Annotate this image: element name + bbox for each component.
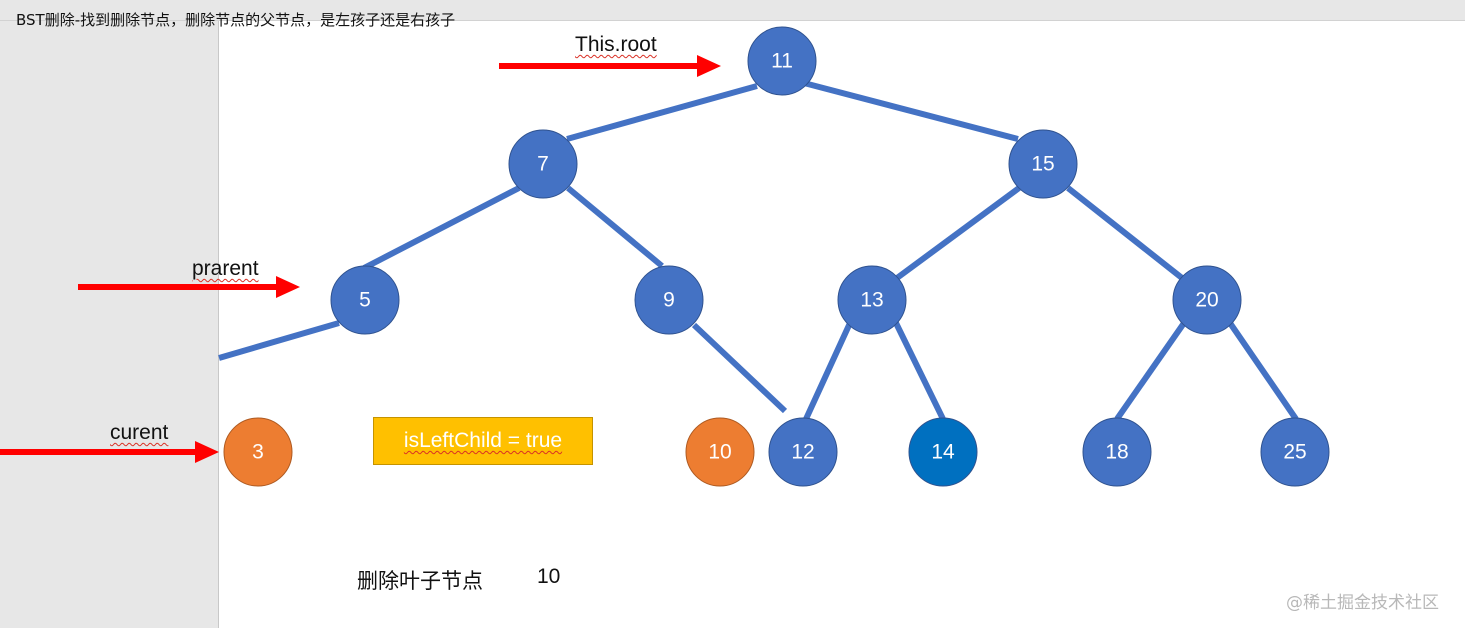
node-label: 11 (771, 50, 793, 73)
node-20: 20 (1172, 265, 1242, 335)
left-gutter (0, 0, 219, 628)
edge-20-18 (1114, 321, 1187, 421)
edge-20-25 (1227, 321, 1299, 421)
page-title: BST删除-找到删除节点，删除节点的父节点，是左孩子还是右孩子 (16, 11, 456, 29)
root-arrow (499, 55, 721, 77)
node-12: 12 (768, 417, 838, 487)
node-9: 9 (634, 265, 704, 335)
node-label: 10 (708, 441, 731, 464)
node-label: 15 (1031, 153, 1054, 176)
edge-11-7 (566, 83, 758, 142)
current-arrow (0, 441, 219, 463)
edge-7-9 (566, 185, 664, 269)
node-13: 13 (837, 265, 907, 335)
edge-11-15 (803, 80, 1019, 142)
parent-arrow (78, 276, 300, 298)
node-label: 14 (931, 441, 955, 464)
node-10: 10 (685, 417, 755, 487)
node-25: 25 (1260, 417, 1330, 487)
node-label: 13 (860, 289, 883, 312)
tree-edges (218, 80, 1299, 421)
delete-leaf-label: 删除叶子节点 (357, 569, 483, 593)
node-label: 25 (1283, 441, 1306, 464)
edge-9-12 (691, 322, 788, 414)
root-pointer-label: This.root (575, 33, 657, 56)
is-left-child-box: isLeftChild = true (373, 417, 593, 465)
node-14: 14 (908, 417, 978, 487)
edge-15-20 (1066, 185, 1184, 281)
watermark: @稀土掘金技术社区 (1286, 593, 1439, 613)
is-left-child-text: isLeftChild = true (403, 429, 563, 452)
edge-5-3 (218, 320, 340, 361)
node-label: 18 (1105, 441, 1128, 464)
node-label: 12 (791, 441, 814, 464)
parent-pointer-label: prarent (192, 257, 259, 280)
edge-13-14 (893, 321, 946, 421)
node-label: 7 (537, 153, 549, 176)
node-7: 7 (508, 129, 578, 199)
edge-15-13 (895, 185, 1021, 281)
tree-nodes: 11 7 15 5 9 13 20 3 (223, 26, 1330, 487)
delete-leaf-value: 10 (537, 565, 561, 588)
node-label: 3 (252, 441, 264, 464)
node-3: 3 (223, 417, 293, 487)
node-label: 9 (663, 289, 675, 312)
pointer-arrows (0, 55, 721, 463)
edge-7-5 (362, 185, 521, 271)
node-18: 18 (1082, 417, 1152, 487)
node-15: 15 (1008, 129, 1078, 199)
node-5: 5 (330, 265, 400, 335)
node-11: 11 (747, 26, 817, 96)
top-strip (0, 0, 1465, 21)
node-label: 5 (359, 289, 371, 312)
edge-13-12 (803, 321, 853, 421)
node-label: 20 (1195, 289, 1218, 312)
current-pointer-label: curent (110, 421, 169, 444)
